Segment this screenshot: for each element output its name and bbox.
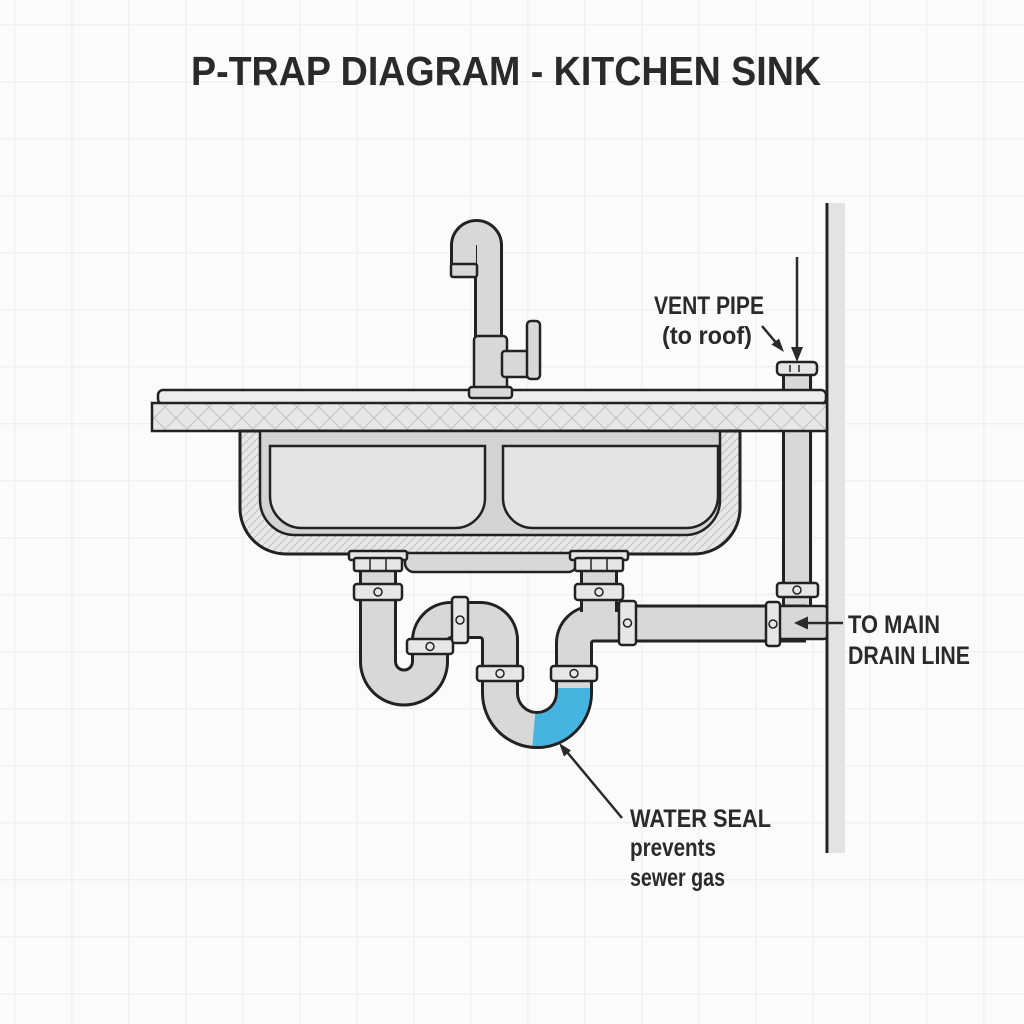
sink-basin-left <box>268 444 487 530</box>
screw-dot <box>569 668 579 679</box>
wall-surface <box>829 203 845 853</box>
main-drain-label-line1: TO MAIN <box>848 611 940 639</box>
screw-dot <box>594 587 604 597</box>
right-drain-nut-facets <box>590 559 608 570</box>
sink <box>238 429 742 574</box>
vent-pipe-label-line2: (to roof) <box>662 322 752 350</box>
faucet <box>449 219 542 400</box>
diagram-title: P-TRAP DIAGRAM - KITCHEN SINK <box>191 48 821 94</box>
water-seal-label-line3: sewer gas <box>630 864 725 892</box>
vent-pipe-label-line1: VENT PIPE <box>654 292 764 320</box>
up-left-arrowhead-icon <box>559 743 571 757</box>
vent-pipe-cap <box>775 360 819 377</box>
water-seal-fill <box>532 688 591 747</box>
faucet-base-plate <box>467 385 514 400</box>
screw-dot <box>425 641 435 652</box>
left-drain-nut-facets <box>369 559 387 570</box>
wall <box>825 203 845 853</box>
faucet-spout <box>453 222 500 391</box>
annotation-arrows <box>559 257 843 819</box>
vent-cap-threads <box>789 365 800 372</box>
down-arrowhead-icon <box>791 347 803 362</box>
sink-basin-right <box>501 444 720 530</box>
faucet-handle-lever <box>525 319 542 381</box>
sink-underside-sump <box>403 551 579 574</box>
left-arrowhead-icon <box>794 616 808 630</box>
up-left-arrow-icon <box>566 751 623 819</box>
counter-body <box>150 401 829 433</box>
slip-nuts <box>352 581 820 683</box>
water-seal-label-line1: WATER SEAL <box>630 805 771 833</box>
wall-line <box>825 203 829 853</box>
screw-dot <box>495 668 505 679</box>
diagonal-arrowhead-icon <box>771 338 784 352</box>
vent-cap <box>775 360 819 377</box>
faucet-aerator <box>449 262 479 279</box>
left-drain-nut <box>352 556 404 573</box>
screw-dot <box>768 619 778 629</box>
right-drain-nut <box>573 556 625 573</box>
screw-dot <box>792 585 802 595</box>
screw-dot <box>373 587 383 597</box>
main-drain-label-line2: DRAIN LINE <box>848 642 970 670</box>
screw-dot <box>622 618 633 628</box>
screw-dot <box>455 615 465 625</box>
annotations: P-TRAP DIAGRAM - KITCHEN SINK VENT PIPE … <box>191 48 970 892</box>
water-seal-label-line2: prevents <box>630 834 716 862</box>
drain-flanges <box>347 549 630 573</box>
